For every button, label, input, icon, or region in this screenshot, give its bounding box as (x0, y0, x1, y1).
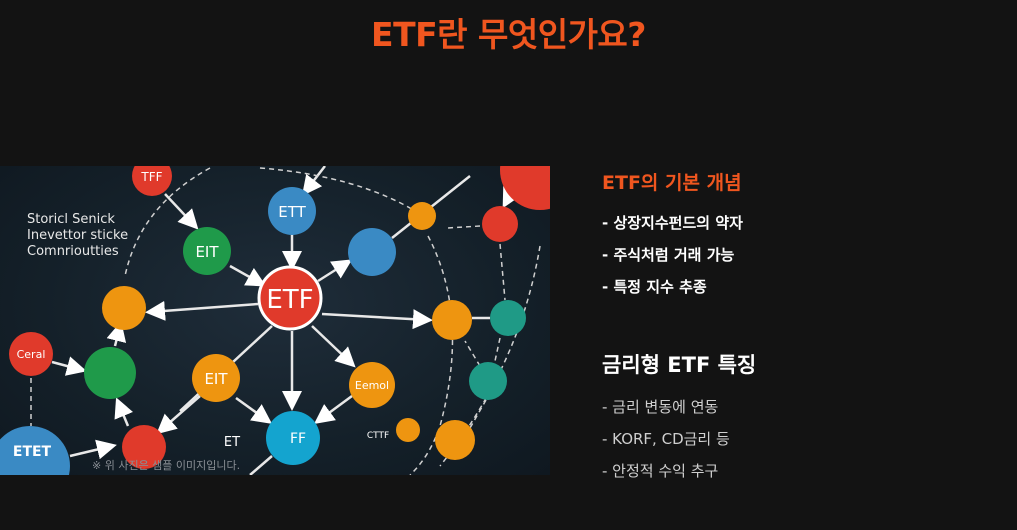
dashed-connections (30, 167, 541, 475)
node-label: ETT (278, 203, 306, 221)
section-heading-rate-etf: 금리형 ETF 특징 (602, 353, 757, 377)
list-item: - 안정적 수익 추구 (602, 462, 719, 480)
node-label: Ceral (17, 348, 46, 361)
list-item: - KORF, CD금리 등 (602, 430, 730, 448)
nodes (0, 166, 550, 475)
node-label: CTTF (367, 431, 389, 441)
etf-network-image: ETF TFF ETT EIT EIT Ceral Eemol FF ET CT… (0, 166, 550, 475)
node-label: ETET (13, 444, 52, 460)
image-caption: ※ 위 사진은 샘플 이미지입니다. (92, 459, 241, 472)
list-item: - 금리 변동에 연동 (602, 398, 719, 416)
node-label: FF (290, 431, 306, 447)
node-label: TFF (140, 170, 162, 184)
center-node-label: ETF (266, 285, 313, 315)
overlay-text: Storicl Senick Inevettor sticke Comnriou… (27, 212, 128, 259)
node-label: EIT (204, 370, 228, 388)
list-item: - 상장지수펀드의 약자 (602, 214, 743, 232)
svg-text:Comnrioutties: Comnrioutties (27, 244, 119, 259)
list-item: - 주식처럼 거래 가능 (602, 246, 735, 264)
svg-text:Inevettor sticke: Inevettor sticke (27, 228, 128, 243)
page-title: ETF란 무엇인가요? (371, 15, 646, 54)
svg-text:Storicl Senick: Storicl Senick (27, 212, 115, 227)
node-label: EIT (195, 243, 219, 261)
node-label: ET (224, 435, 240, 450)
section-heading-basics: ETF의 기본 개념 (602, 172, 742, 194)
list-item: - 특정 지수 추종 (602, 278, 707, 296)
node-labels: ETF TFF ETT EIT EIT Ceral Eemol FF ET CT… (13, 170, 389, 460)
network-diagram: ETF TFF ETT EIT EIT Ceral Eemol FF ET CT… (0, 166, 550, 475)
etf-info-panel: ETF의 기본 개념 - 상장지수펀드의 약자 - 주식처럼 거래 가능 - 특… (602, 168, 756, 487)
node-label: Eemol (355, 379, 389, 392)
